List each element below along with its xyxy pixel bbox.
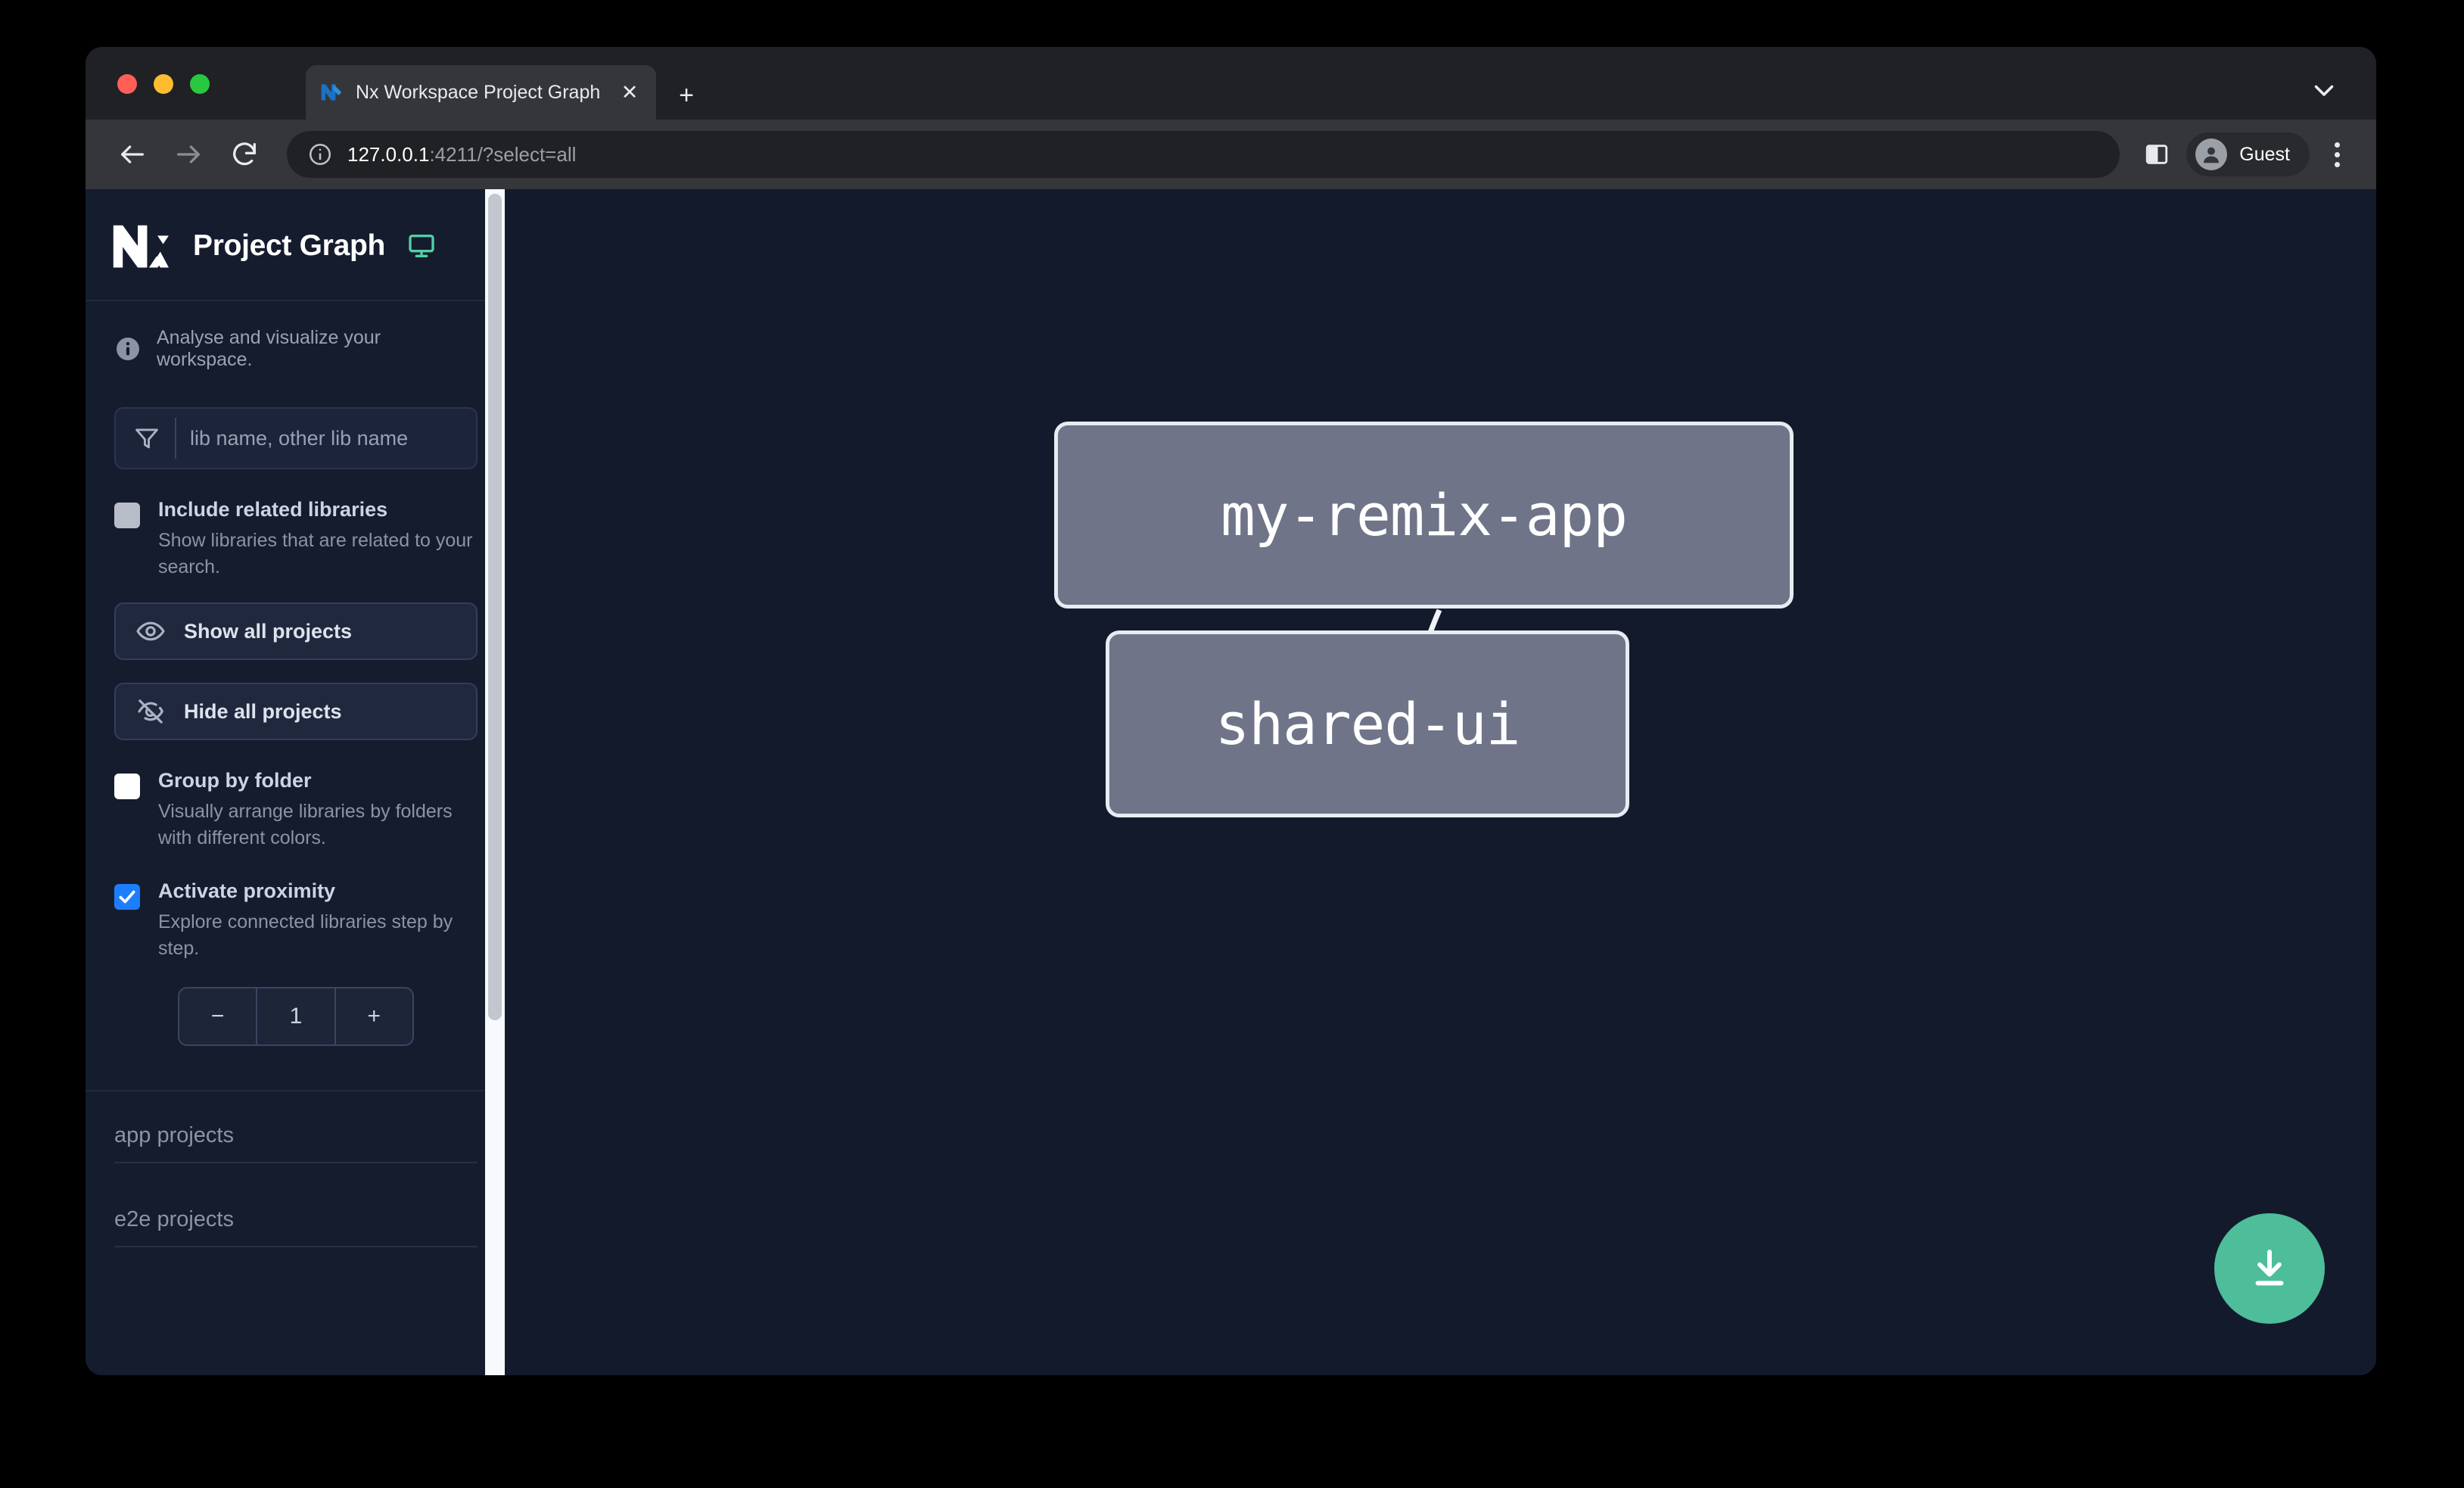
filter-divider: [175, 418, 176, 459]
info-circle-icon[interactable]: [306, 141, 334, 168]
option-title: Activate proximity: [158, 879, 336, 902]
graph-node-shared-ui[interactable]: shared-ui: [1106, 630, 1629, 817]
info-icon: [114, 335, 142, 363]
sidebar-tagline-text: Analyse and visualize your workspace.: [157, 327, 381, 370]
show-all-projects-label: Show all projects: [184, 619, 353, 643]
option-title: Include related libraries: [158, 498, 388, 521]
checkbox-group-by-folder[interactable]: [114, 774, 140, 799]
monitor-icon[interactable]: [406, 231, 437, 261]
option-text: Activate proximity Explore connected lib…: [158, 879, 476, 961]
arrow-right-icon[interactable]: [167, 133, 210, 176]
eye-slash-icon: [135, 696, 166, 727]
proximity-decrement-button[interactable]: −: [210, 1004, 225, 1029]
section-divider: [114, 1162, 478, 1163]
person-icon: [2195, 139, 2228, 170]
nx-favicon-icon: [319, 80, 344, 104]
minimize-window-button[interactable]: [154, 74, 173, 94]
proximity-stepper: − 1 +: [178, 987, 414, 1046]
profile-name: Guest: [2239, 143, 2290, 165]
proximity-increment-button[interactable]: +: [367, 1004, 381, 1029]
section-divider: [114, 1246, 478, 1247]
maximize-window-button[interactable]: [190, 74, 210, 94]
profile-button[interactable]: Guest: [2186, 132, 2310, 176]
toolbar-right-group: Guest: [2136, 132, 2355, 176]
hide-all-projects-button[interactable]: Hide all projects: [114, 683, 478, 740]
checkbox-include-related-libraries[interactable]: [114, 503, 140, 528]
eye-icon: [135, 616, 166, 646]
browser-tab-strip: Nx Workspace Project Graph ✕ +: [86, 47, 2376, 120]
url-path: :4211/?select=all: [429, 142, 577, 166]
search-input-placeholder: lib name, other lib name: [190, 426, 409, 450]
sidebar-section-app-projects[interactable]: app projects: [86, 1091, 505, 1175]
sidebar-section-label: e2e projects: [114, 1207, 234, 1231]
option-text: Group by folder Visually arrange librari…: [158, 769, 476, 851]
download-graph-button[interactable]: [2214, 1213, 2325, 1324]
filter-icon: [132, 424, 161, 453]
kebab-menu-icon[interactable]: [2319, 134, 2355, 175]
option-description: Explore connected libraries step by step…: [158, 911, 453, 959]
proximity-value: 1: [256, 988, 336, 1044]
browser-window: Nx Workspace Project Graph ✕ +: [86, 47, 2376, 1375]
sidebar-body: lib name, other lib name Include related…: [86, 407, 505, 1046]
sidebar: Project Graph A: [86, 189, 505, 1375]
option-title: Group by folder: [158, 769, 312, 792]
sidebar-project-sections: app projects e2e projects: [86, 1090, 505, 1259]
option-text: Include related libraries Show libraries…: [158, 498, 476, 580]
option-activate-proximity[interactable]: Activate proximity Explore connected lib…: [114, 879, 478, 961]
option-description: Show libraries that are related to your …: [158, 530, 473, 577]
sidebar-scrollbar-thumb[interactable]: [488, 194, 502, 1020]
sidebar-section-label: app projects: [114, 1123, 234, 1147]
arrow-left-icon[interactable]: [111, 133, 154, 176]
window-traffic-lights: [117, 74, 210, 94]
browser-tab-title: Nx Workspace Project Graph: [356, 81, 601, 103]
option-group-by-folder[interactable]: Group by folder Visually arrange librari…: [114, 769, 478, 851]
project-graph-canvas[interactable]: my-remix-app shared-ui: [505, 189, 2376, 1375]
option-description: Visually arrange libraries by folders wi…: [158, 801, 453, 848]
sidebar-header: Project Graph: [86, 189, 505, 301]
close-window-button[interactable]: [117, 74, 137, 94]
show-all-projects-button[interactable]: Show all projects: [114, 602, 478, 660]
browser-toolbar: 127.0.0.1:4211/?select=all Guest: [86, 120, 2376, 189]
sidebar-tagline: Analyse and visualize your workspace.: [86, 301, 505, 394]
sidebar-section-e2e-projects[interactable]: e2e projects: [86, 1175, 505, 1259]
hide-all-projects-label: Hide all projects: [184, 699, 342, 723]
search-input[interactable]: lib name, other lib name: [114, 407, 478, 469]
reload-icon[interactable]: [223, 133, 266, 176]
download-icon: [2255, 1250, 2284, 1286]
side-panel-icon[interactable]: [2136, 134, 2177, 175]
nx-logo-icon: [111, 223, 172, 269]
new-tab-button[interactable]: +: [679, 80, 694, 110]
option-include-related-libraries[interactable]: Include related libraries Show libraries…: [114, 498, 478, 580]
graph-node-my-remix-app[interactable]: my-remix-app: [1054, 422, 1794, 609]
address-bar[interactable]: 127.0.0.1:4211/?select=all: [287, 131, 2120, 178]
chevron-down-icon[interactable]: [2308, 74, 2340, 106]
page-title: Project Graph: [193, 229, 385, 262]
checkbox-activate-proximity[interactable]: [114, 884, 140, 910]
page-content: Project Graph A: [86, 189, 2376, 1375]
url-host: 127.0.0.1: [347, 142, 430, 166]
browser-tab[interactable]: Nx Workspace Project Graph ✕: [306, 65, 656, 120]
sidebar-scrollbar[interactable]: [485, 189, 505, 1375]
close-icon[interactable]: ✕: [621, 80, 639, 104]
address-bar-url: 127.0.0.1:4211/?select=all: [347, 143, 576, 167]
